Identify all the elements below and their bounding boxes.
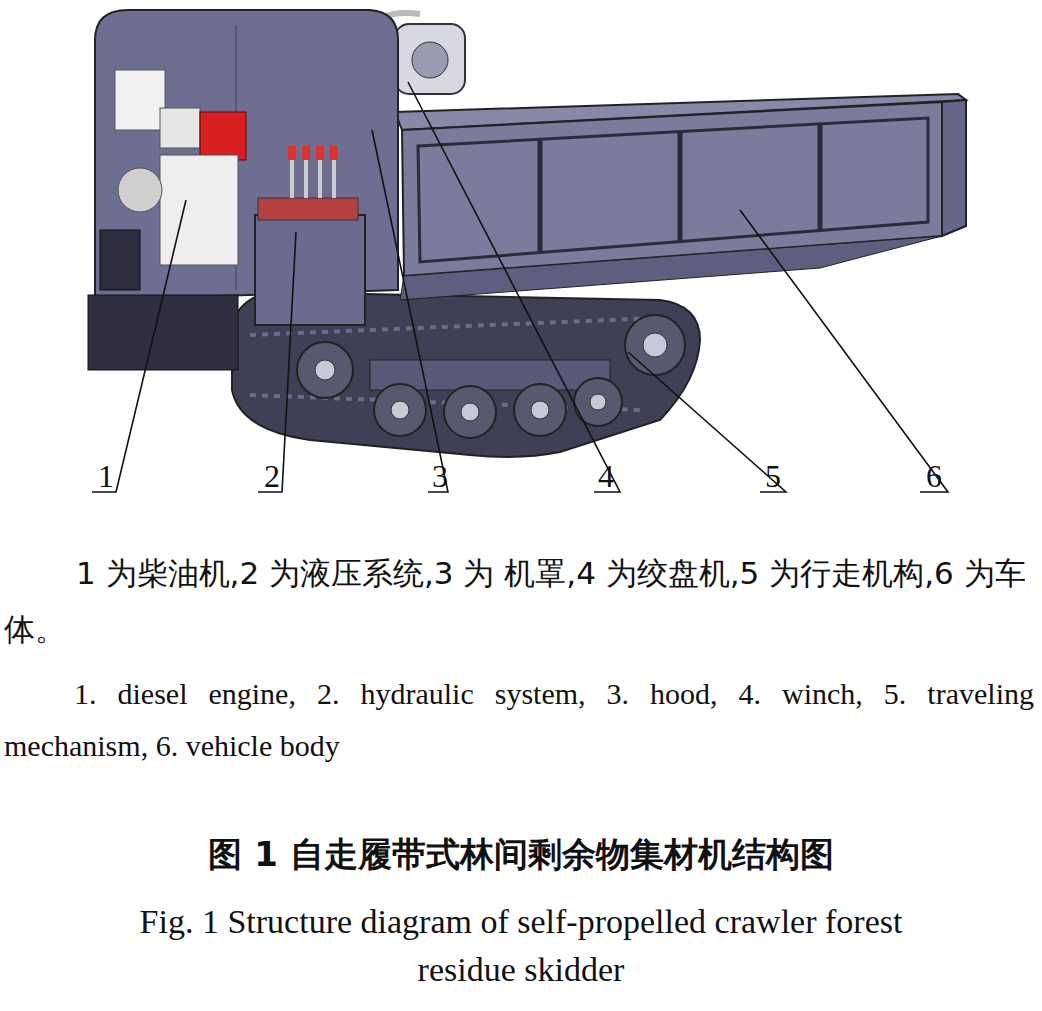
figure-caption-en: Fig. 1 Structure diagram of self-propell… — [90, 898, 952, 994]
legend-note: 1. diesel engine, 2. hydraulic system, 3… — [4, 668, 1034, 772]
front-bracket — [100, 230, 140, 290]
body-floor — [400, 236, 942, 300]
callout-number: 5 — [753, 460, 793, 492]
body-end — [942, 100, 966, 236]
callout-number: 1 — [86, 460, 126, 492]
valve-levers — [292, 155, 334, 198]
figure-caption: 图 1 自走履带式林间剩余物集材机结构图 — [0, 832, 1042, 876]
engine-tank — [160, 108, 200, 148]
body-ribs — [540, 125, 820, 252]
callout-number: 3 — [420, 460, 460, 492]
engine-flywheel — [118, 168, 162, 212]
road-wheels — [297, 315, 685, 438]
hydraulic-box — [255, 215, 365, 325]
valve-block — [258, 198, 358, 220]
engine-filter — [115, 70, 165, 130]
wheel-hubs — [315, 333, 667, 421]
winch-hub — [412, 42, 448, 78]
callout-number: 4 — [586, 460, 626, 492]
front-base — [88, 295, 238, 370]
leader-lines — [92, 82, 948, 492]
callout-number: 6 — [914, 460, 954, 492]
engine-block — [160, 155, 238, 265]
lever-knobs — [288, 146, 338, 160]
body-frame — [418, 118, 928, 262]
winch-drum — [395, 24, 465, 94]
engine-red-cover — [200, 112, 246, 160]
legend-note: 1 为柴油机,2 为液压系统,3 为 机罩,4 为绞盘机,5 为行走机构,6 为… — [4, 545, 1038, 657]
callout-number: 2 — [252, 460, 292, 492]
